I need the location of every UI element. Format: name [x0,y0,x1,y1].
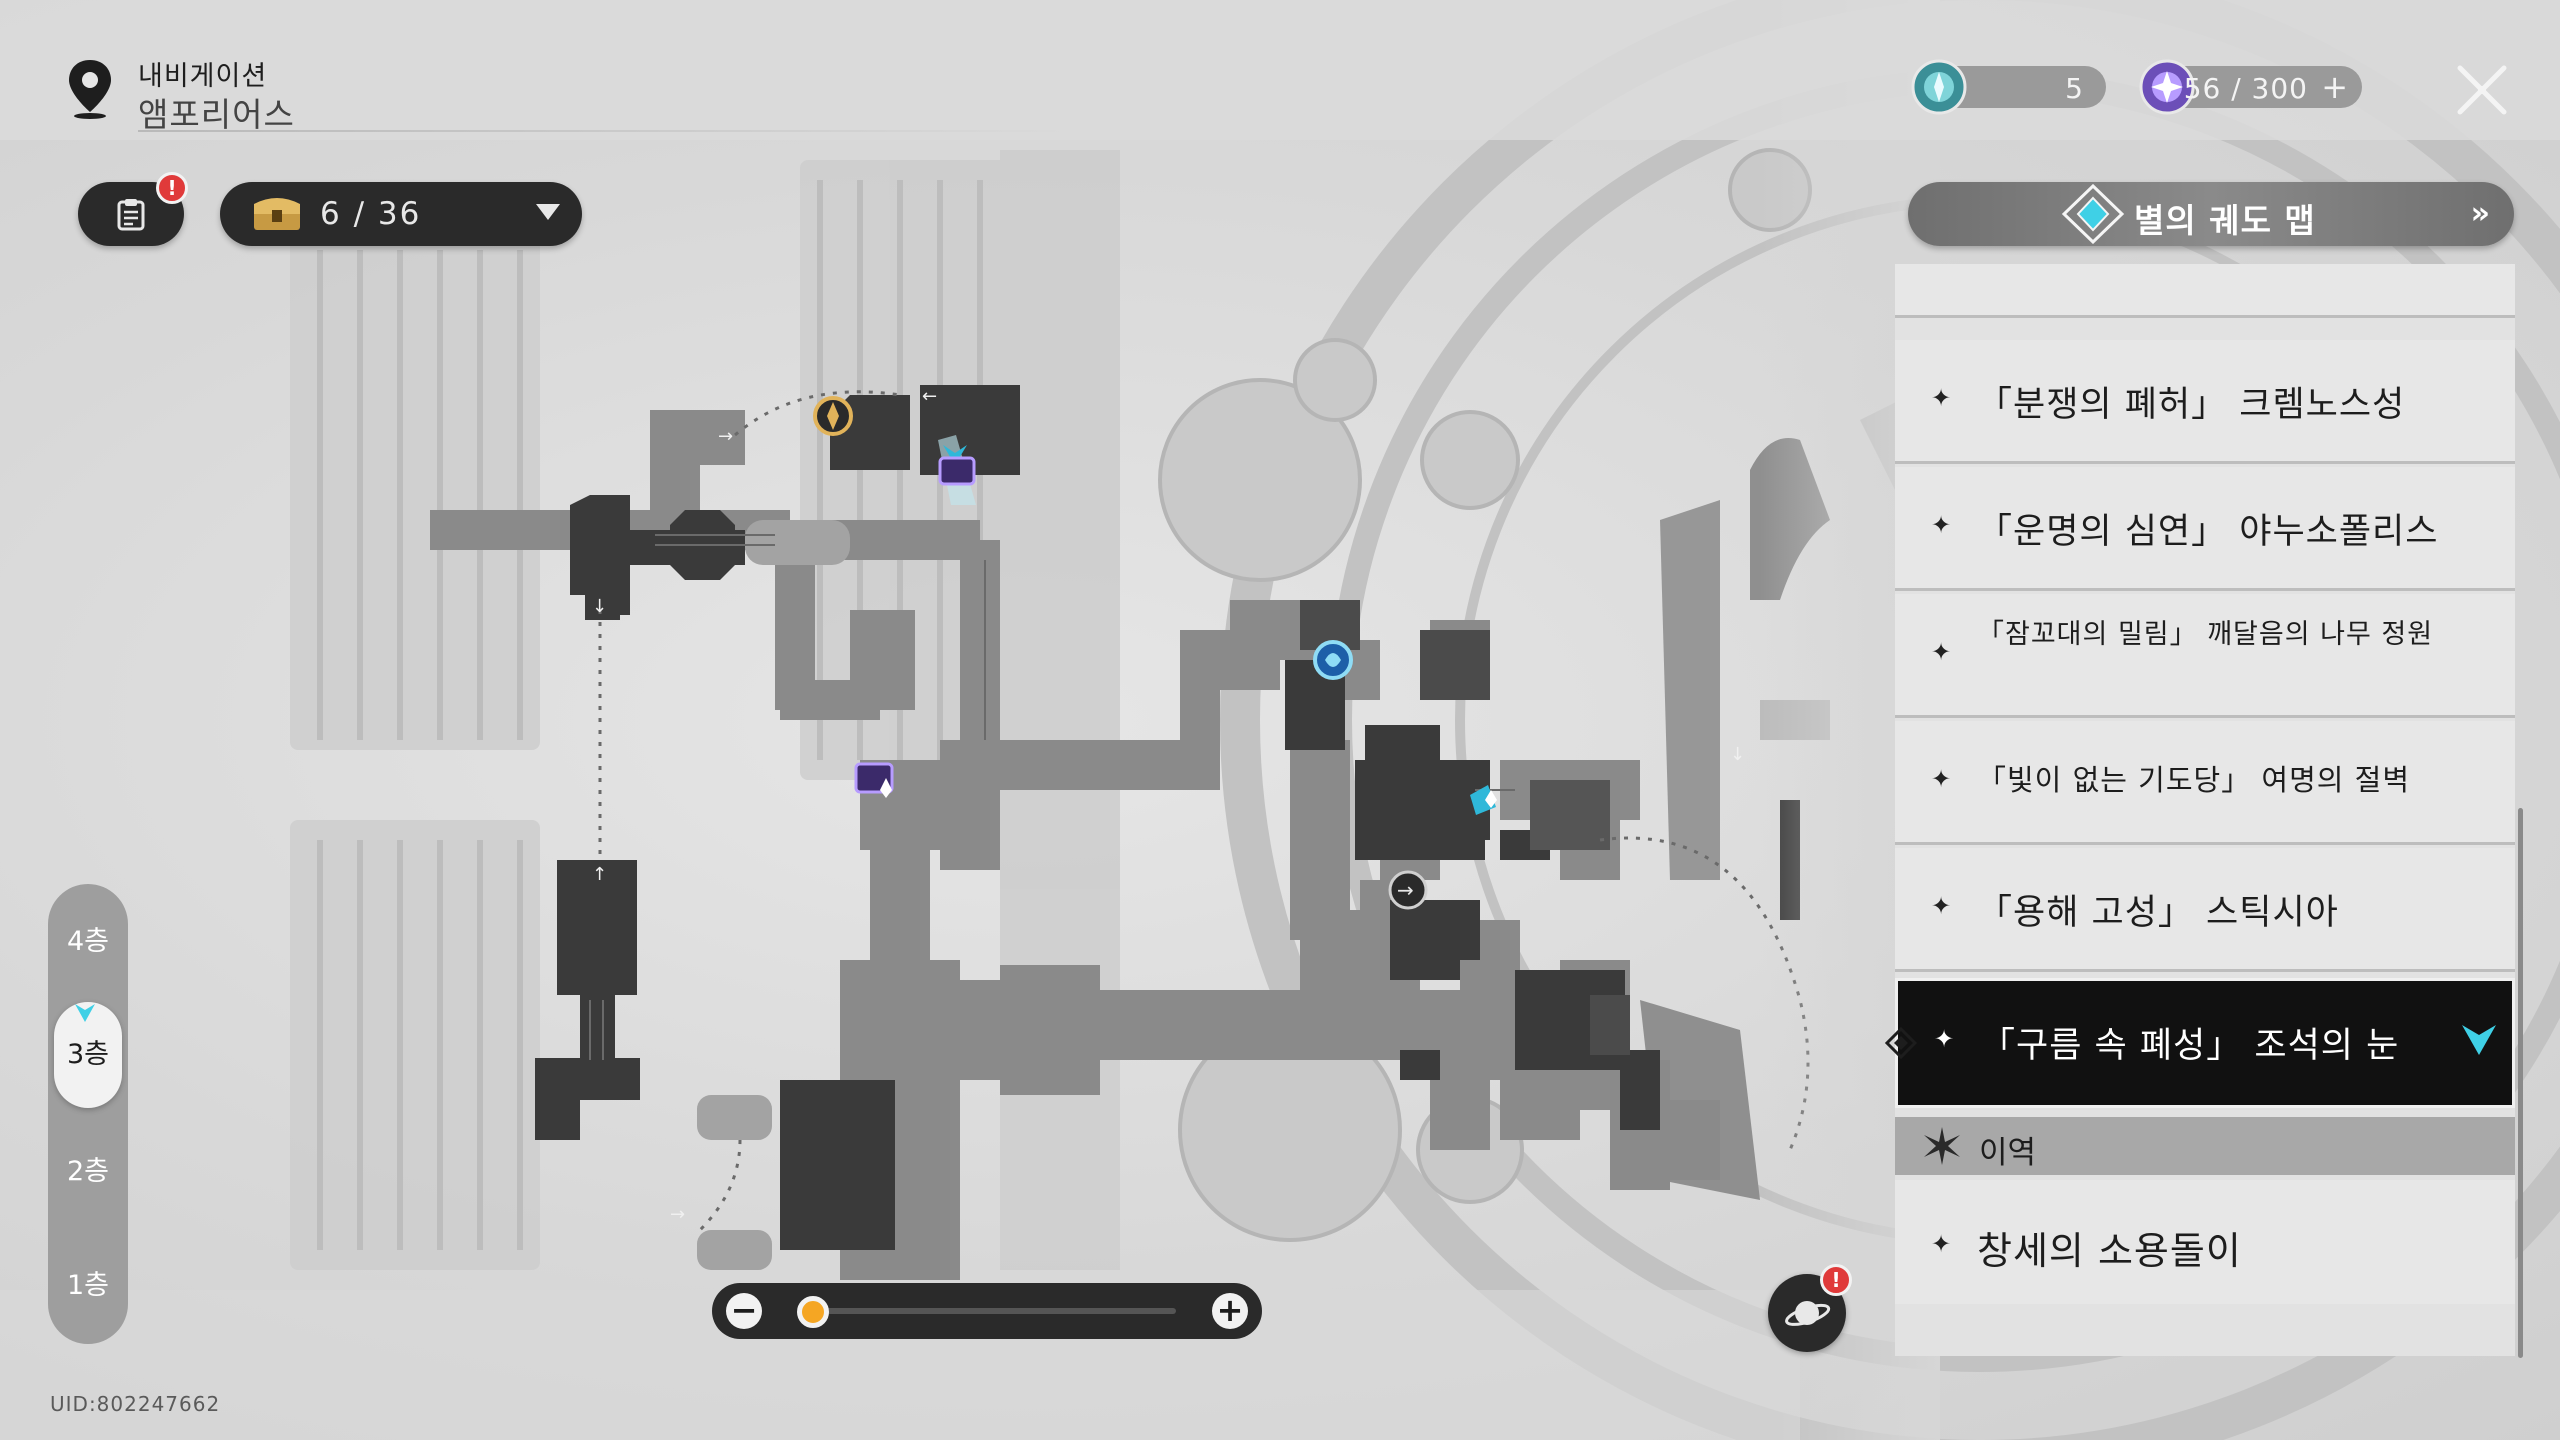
current-floor-icon [75,1004,95,1022]
map-pin-icon [69,60,111,119]
burst-icon [1924,1127,1960,1165]
chevron-right-icon: » [2470,196,2490,231]
treasure-chest-icon [254,198,300,230]
world-item-vortex[interactable]: ✦ 창세의 소용돌이 [1895,1180,2515,1304]
floor-button-2[interactable]: 2층 [66,1156,110,1187]
panel-title: 별의 궤도 맵 [2134,201,2316,240]
floor-button-1[interactable]: 1층 [66,1270,110,1301]
missions-button[interactable]: ! [78,172,188,246]
star-rail-map-button[interactable]: 별의 궤도 맵 » [1908,182,2514,246]
trailblaze-power-value: 56 / 300 [2183,72,2308,105]
chevron-down-icon [536,204,560,220]
navigation-label: 내비게이션 [138,61,268,92]
svg-text:→: → [718,426,733,447]
world-name: 「분쟁의 폐허」 크렘노스성 [1977,385,2406,425]
world-name: 「용해 고성」 스틱시아 [1977,893,2339,933]
trailblaze-power-counter[interactable]: 56 / 300 + [2139,59,2362,115]
add-power-button[interactable]: + [2321,68,2348,106]
world-item-dawn-cliff[interactable]: ✦ 「빛이 없는 기도당」 여명의 절벽 [1895,721,2515,845]
close-icon[interactable] [2452,60,2512,120]
zoom-in-button[interactable]: + [1212,1293,1248,1329]
world-list[interactable]: ✦ 「분쟁의 폐허」 크렘노스성 ✦ 「운명의 심연」 야누소폴리스 ✦ 「잠꼬… [1895,264,2515,1356]
star-icon: ✦ [1931,511,1952,539]
navigation-header: 내비게이션 앰포리어스 [64,52,1074,134]
world-name: 「구름 속 폐성」 조석의 눈 [1980,1026,2400,1066]
star-icon: ✦ [1931,638,1952,666]
svg-text:↓: ↓ [592,596,607,617]
world-item-grove[interactable]: ✦ 「잠꼬대의 밀림」 깨달음의 나무 정원 [1895,594,2515,718]
treasure-chest-filter[interactable]: 6 / 36 [220,182,582,246]
svg-text:↓: ↓ [1730,744,1745,765]
star-icon: ✦ [1931,1230,1952,1258]
star-icon: ✦ [1934,1025,1955,1053]
list-item[interactable] [1895,264,2515,318]
planet-alert-badge: ! [1820,1264,1852,1296]
star-rail-map-icon [2061,184,2125,244]
world-name: 「빛이 없는 기도당」 여명의 절벽 [1977,763,2411,797]
zoom-slider[interactable] [798,1308,1176,1314]
selection-marker-icon [1884,1026,1918,1060]
world-name: 「잠꼬대의 밀림」 깨달음의 나무 정원 [1977,619,2434,650]
world-item-kremnos[interactable]: ✦ 「분쟁의 폐허」 크렘노스성 [1895,340,2515,464]
svg-text:↑: ↑ [592,864,607,885]
star-icon: ✦ [1931,384,1952,412]
world-item-janusopolis[interactable]: ✦ 「운명의 심연」 야누소폴리스 [1895,467,2515,591]
trailblaze-power-icon [2139,59,2195,115]
panel-scrollbar[interactable] [2518,808,2523,1358]
user-id: UID:802247662 [50,1392,221,1416]
planet-icon [1785,1301,1831,1326]
star-icon: ✦ [1931,892,1952,920]
floor-button-3[interactable]: 3층 [54,1002,122,1108]
clipboard-icon [117,199,145,231]
svg-text:→: → [670,1204,685,1225]
current-location-icon [2462,1025,2496,1055]
world-name: 창세의 소용돌이 [1977,1229,2242,1273]
chest-count: 6 / 36 [320,196,422,232]
floor-selector[interactable]: 4층 3층 2층 1층 [48,884,128,1344]
svg-text:→: → [1397,878,1414,902]
location-name: 앰포리어스 [138,95,295,134]
fuel-icon [1911,59,1967,115]
zoom-control[interactable]: − + [712,1283,1262,1339]
header-divider [138,130,1074,132]
world-name: 「운명의 심연」 야누소폴리스 [1977,512,2439,552]
section-label: 이역 [1979,1135,2037,1171]
zoom-out-button[interactable]: − [726,1293,762,1329]
section-header-other-realm: 이역 [1895,1117,2515,1175]
fuel-value: 5 [2065,72,2084,105]
planet-button[interactable]: ! [1768,1264,1852,1352]
world-item-active[interactable]: ✦ 「구름 속 폐성」 조석의 눈 [1895,978,2515,1108]
world-item-styxia[interactable]: ✦ 「용해 고성」 스틱시아 [1895,848,2515,972]
zoom-slider-handle[interactable] [797,1296,830,1328]
star-icon: ✦ [1931,765,1952,793]
missions-alert-badge: ! [156,172,188,204]
floor-button-4[interactable]: 4층 [66,926,110,957]
fuel-counter[interactable]: 5 [1911,59,2106,115]
svg-text:←: ← [922,386,937,407]
